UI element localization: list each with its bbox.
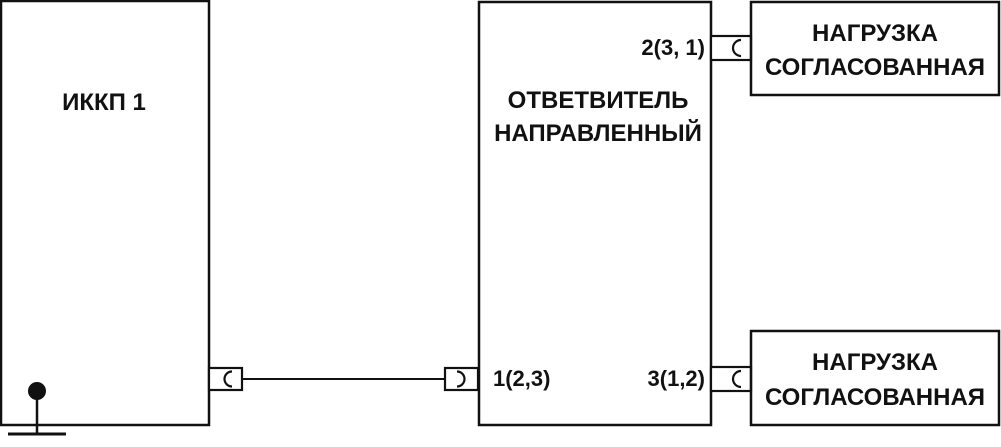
coupler-label-line1: ОТВЕТВИТЕЛЬ <box>508 87 689 114</box>
bottom-load-box <box>749 329 1001 427</box>
ikkp-box <box>0 0 211 427</box>
port-label-3: 3(1,2) <box>648 366 705 391</box>
coupler-label-line2: НАПРАВЛЕННЫЙ <box>494 119 702 147</box>
ground-icon <box>8 382 66 436</box>
top-load-connector-icon <box>709 34 753 62</box>
coupler-block: ОТВЕТВИТЕЛЬ НАПРАВЛЕННЫЙ 2(3, 1) 1(2,3) … <box>477 0 713 427</box>
top-load-label-line1: НАГРУЗКА <box>812 20 938 47</box>
ikkp-block: ИККП 1 <box>0 0 211 427</box>
coupler-box <box>477 0 713 427</box>
port-label-2: 2(3, 1) <box>641 35 705 60</box>
top-load-label-line2: СОГЛАСОВАННАЯ <box>765 54 985 81</box>
top-load-block: НАГРУЗКА СОГЛАСОВАННАЯ <box>749 0 1001 97</box>
bottom-load-block: НАГРУЗКА СОГЛАСОВАННАЯ <box>749 329 1001 427</box>
ikkp-label: ИККП 1 <box>62 89 146 116</box>
top-load-box <box>749 0 1001 97</box>
ikkp-output-connector-icon <box>207 366 244 392</box>
bottom-load-label-line1: НАГРУЗКА <box>812 349 938 376</box>
bottom-load-connector-icon <box>709 365 753 393</box>
coupler-input-connector-icon <box>443 366 480 392</box>
port-label-1: 1(2,3) <box>493 366 550 391</box>
bottom-load-label-line2: СОГЛАСОВАННАЯ <box>765 384 985 411</box>
